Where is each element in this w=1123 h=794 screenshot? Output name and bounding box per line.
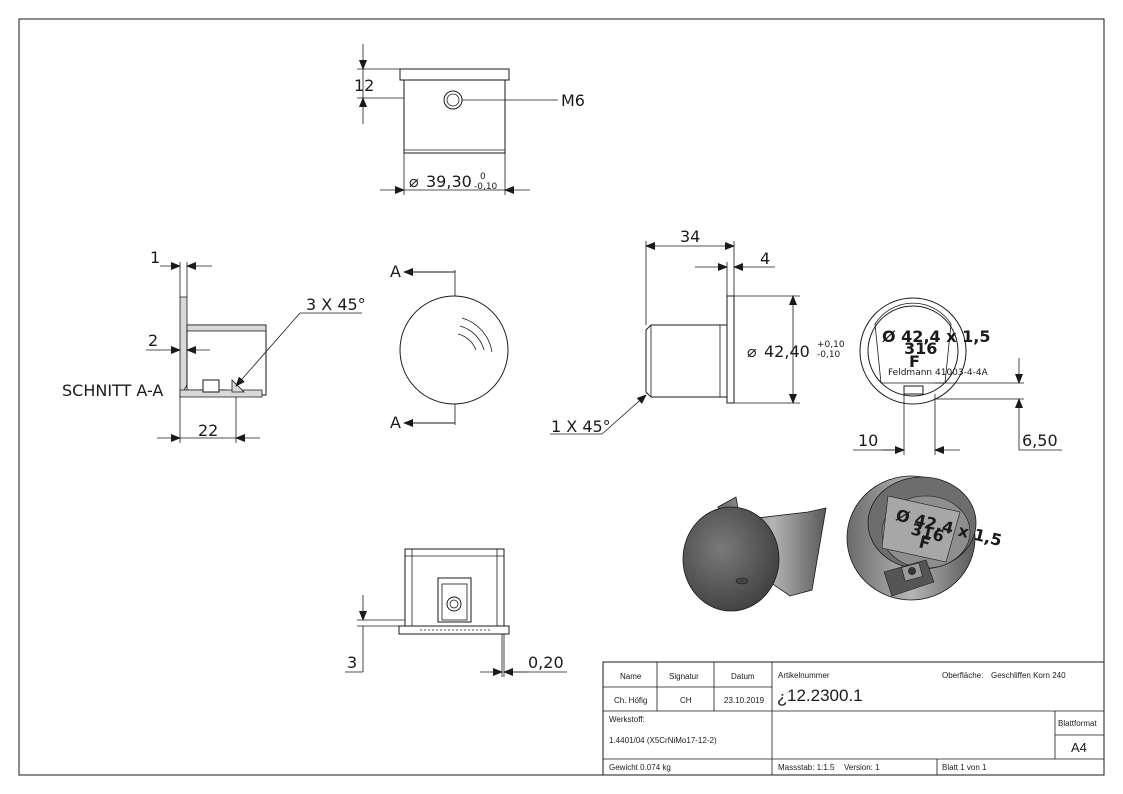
dim-bottom-height: 3 <box>347 653 357 672</box>
iso-engraving-line3: F <box>917 532 932 553</box>
gewicht: Gewicht 0.074 kg <box>609 763 671 772</box>
bottom-view: 3 0,20 <box>345 548 567 677</box>
dim-bottom-offset: 0,20 <box>528 653 564 672</box>
dim-front-slot-width: 10 <box>858 431 878 450</box>
dim-side-chamfer: 1 X 45° <box>551 417 611 436</box>
front-view: Ø 42,4 x 1,5 316 F Feldmann 41003-4-4A 1… <box>853 297 1062 455</box>
blattformat-label: Blattformat <box>1058 719 1097 728</box>
col-name: Name <box>620 672 642 681</box>
engraving-line1: Ø 42,4 x 1,5 <box>882 327 990 346</box>
name-value: Ch. Höfig <box>614 696 647 705</box>
dim-diameter-top-tol-lower: -0,10 <box>474 182 498 192</box>
dim-top-height: 12 <box>354 76 374 95</box>
section-label: SCHNITT A-A <box>62 381 163 400</box>
section-view: 1 3 X 45° 2 SCHNITT A-A 22 <box>62 248 366 443</box>
diameter-symbol-side: ⌀ <box>747 342 757 361</box>
section-cut-view: A A <box>390 262 509 432</box>
side-view: 34 4 ⌀ 42,40 +0,10 -0,10 1 X 45° <box>550 227 845 436</box>
werkstoff-value: 1.4401/04 (X5CrNiMo17-12-2) <box>609 736 717 745</box>
col-signatur: Signatur <box>669 672 699 681</box>
signatur-value: CH <box>680 696 692 705</box>
title-block: Name Signatur Datum Ch. Höfig CH 23.10.2… <box>602 661 1105 776</box>
artikel-prefix: ¿ <box>777 688 787 707</box>
blattformat-value: A4 <box>1071 740 1087 755</box>
blatt: Blatt 1 von 1 <box>942 763 987 772</box>
section-marker-bottom: A <box>390 413 401 432</box>
dim-front-slot-height: 6,50 <box>1022 431 1058 450</box>
section-marker-top: A <box>390 262 401 281</box>
massstab: Massstab: 1:1.5 <box>778 763 835 772</box>
dim-diameter-top: 39,30 <box>426 172 472 191</box>
top-view: 12 M6 ⌀ 39,30 0 -0,10 <box>354 44 585 195</box>
iso-view-right: Ø 42,4 x 1,5 316 F <box>846 475 1004 601</box>
dim-section-length: 22 <box>198 421 218 440</box>
datum-value: 23.10.2019 <box>724 696 765 705</box>
dim-thread: M6 <box>561 91 585 110</box>
sheet-border <box>18 18 1105 776</box>
oberflaeche-label: Oberfläche: <box>942 671 983 680</box>
dim-side-diameter-tol-upper: +0,10 <box>817 340 845 350</box>
engraving-line4: Feldmann 41003-4-4A <box>888 368 989 378</box>
dim-section-wall: 1 <box>150 248 160 267</box>
dim-section-slot: 2 <box>148 331 158 350</box>
dim-section-chamfer: 3 X 45° <box>306 295 366 314</box>
engraving-line2: 316 <box>904 339 937 358</box>
dim-side-flange: 4 <box>760 249 770 268</box>
version: Version: 1 <box>844 763 880 772</box>
dim-diameter-top-tol-upper: 0 <box>480 172 486 182</box>
artikel-label: Artikelnummer <box>778 671 830 680</box>
artikel-value: 12.2300.1 <box>787 686 863 705</box>
dim-side-diameter: 42,40 <box>764 342 810 361</box>
oberflaeche-value: Geschliffen Korn 240 <box>991 671 1066 680</box>
engraving-line3: F <box>909 352 920 371</box>
dim-side-length: 34 <box>680 227 700 246</box>
dim-side-diameter-tol-lower: -0,10 <box>817 350 841 360</box>
iso-view-left <box>682 496 827 612</box>
diameter-symbol-top: ⌀ <box>409 172 419 191</box>
col-datum: Datum <box>731 672 755 681</box>
werkstoff-label: Werkstoff: <box>609 715 645 724</box>
